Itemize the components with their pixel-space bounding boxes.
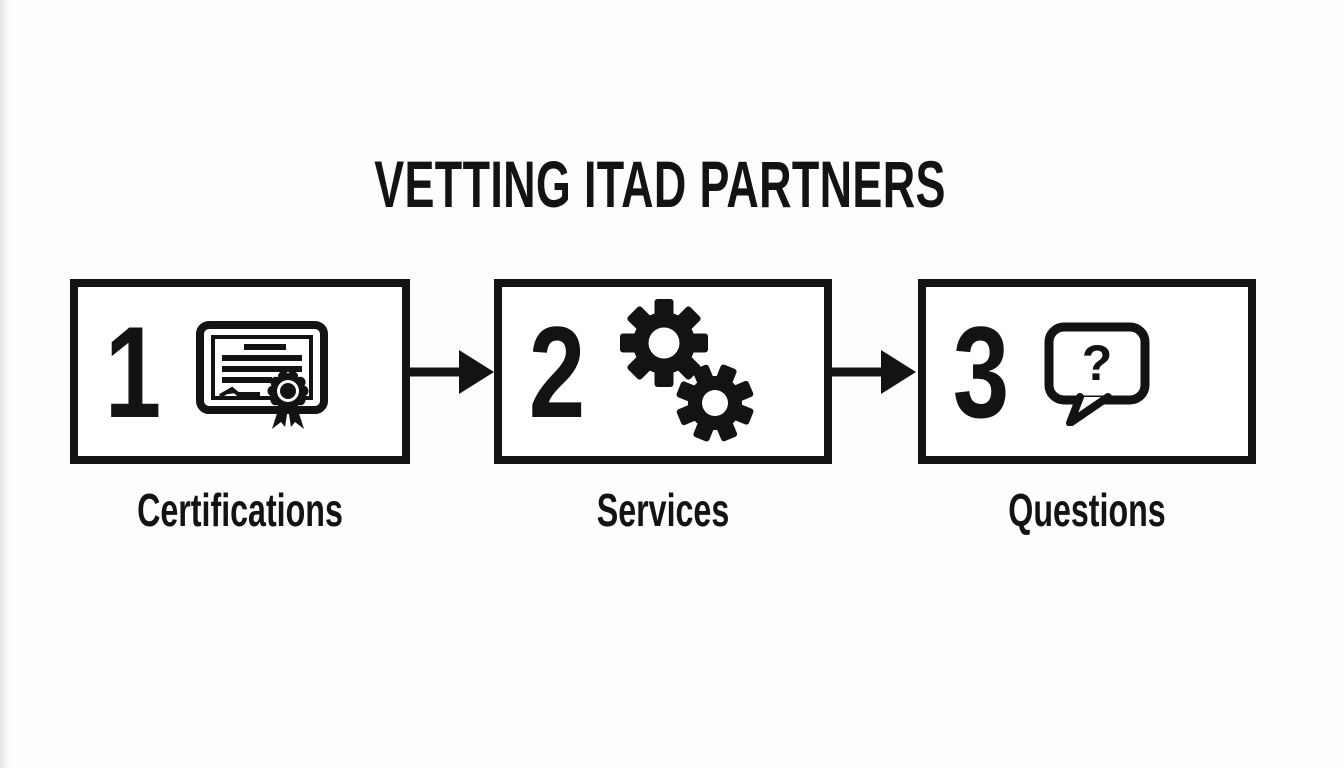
step-number-3: 3: [952, 298, 1010, 445]
arrow-right-icon: [407, 350, 494, 394]
diagram-title: VETTING ITAD PARTNERS: [374, 147, 946, 221]
step-label-questions: Questions: [1008, 484, 1166, 536]
step-box-questions: 3 ?: [918, 279, 1256, 464]
step-box-services: 2: [494, 279, 832, 464]
step-label-services: Services: [596, 484, 730, 536]
gears-icon: [620, 298, 754, 441]
certificate-icon: [196, 320, 328, 429]
step-box-certifications: 1: [70, 279, 410, 464]
step-label-certifications: Certifications: [137, 484, 343, 536]
step-number-1: 1: [104, 298, 162, 445]
question-bubble-icon: ?: [1044, 322, 1150, 426]
arrow-right-icon: [829, 350, 916, 394]
step-number-2: 2: [528, 298, 586, 445]
question-mark-glyph: ?: [1082, 335, 1113, 391]
